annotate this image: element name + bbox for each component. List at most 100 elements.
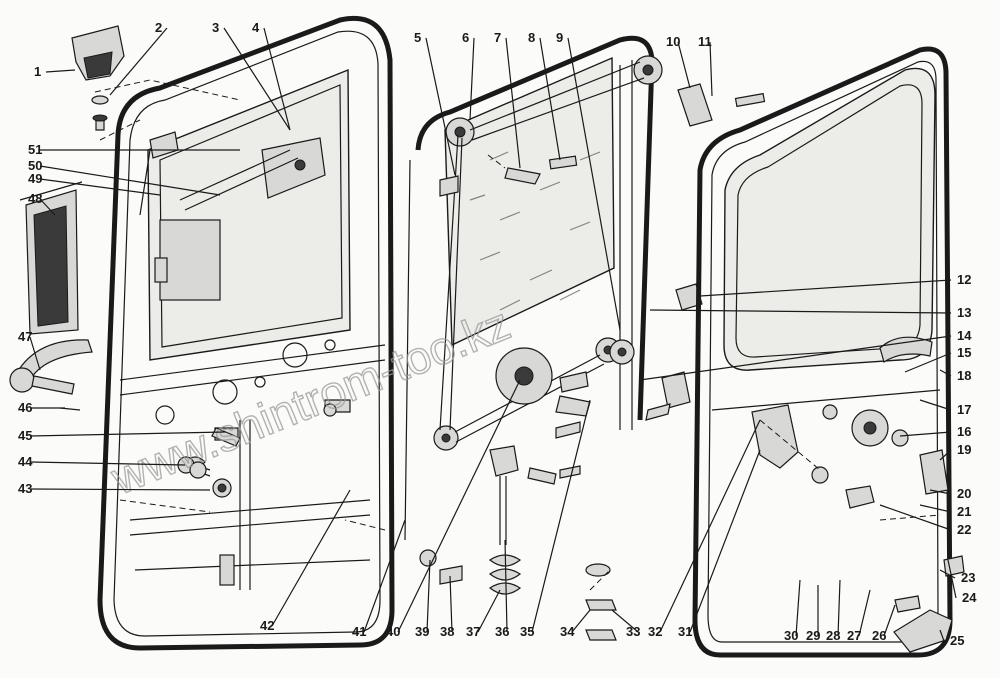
springs-and-washers-left	[177, 403, 337, 479]
callout-leader-47	[29, 336, 41, 371]
callout-label-8: 8	[528, 30, 535, 45]
callout-label-26: 26	[872, 628, 886, 643]
callout-label-27: 27	[847, 628, 861, 643]
lock-mechanism-plate	[159, 219, 221, 301]
callout-label-39: 39	[415, 624, 429, 639]
callout-label-24: 24	[962, 590, 977, 605]
callout-label-28: 28	[826, 628, 840, 643]
callout-leader-28	[837, 579, 841, 637]
callout-leader-31	[689, 449, 761, 633]
callout-label-51: 51	[28, 142, 42, 157]
callout-label-40: 40	[386, 624, 400, 639]
right-window-opening	[723, 67, 936, 371]
callout-label-48: 48	[28, 191, 42, 206]
middle-loose-parts	[419, 83, 766, 641]
callout-label-41: 41	[352, 624, 366, 639]
callout-leader-32	[659, 419, 761, 633]
callout-leader-45	[29, 431, 226, 437]
callout-label-30: 30	[784, 628, 798, 643]
callout-leader-17	[919, 399, 952, 411]
callout-label-16: 16	[957, 424, 971, 439]
callout-label-19: 19	[957, 442, 971, 457]
left-door-inner-panel	[97, 15, 395, 651]
callout-leader-49	[39, 178, 161, 196]
callout-label-44: 44	[18, 454, 33, 469]
callout-leader-25	[939, 629, 945, 642]
callout-leader-42	[271, 489, 351, 627]
callout-label-9: 9	[556, 30, 563, 45]
callout-label-42: 42	[260, 618, 274, 633]
right-door-outer-panel	[692, 46, 965, 658]
callout-label-46: 46	[18, 400, 32, 415]
callout-label-32: 32	[648, 624, 662, 639]
callout-label-23: 23	[961, 570, 975, 585]
callout-leader-39	[426, 559, 431, 633]
callout-leader-15	[904, 352, 952, 373]
callout-leader-18	[939, 369, 952, 377]
callout-label-47: 47	[18, 329, 32, 344]
callout-leader-48	[39, 198, 56, 216]
callout-label-18: 18	[957, 368, 971, 383]
callout-label-34: 34	[560, 624, 575, 639]
callout-label-22: 22	[957, 522, 971, 537]
callout-label-31: 31	[678, 624, 692, 639]
callout-leader-27	[858, 589, 871, 637]
callout-leader-50	[39, 165, 221, 196]
callout-leader-16	[899, 431, 952, 437]
window-regulator-panel	[404, 35, 663, 541]
callout-label-2: 2	[155, 20, 162, 35]
callout-leader-41	[363, 519, 406, 633]
callout-label-12: 12	[957, 272, 971, 287]
callout-label-3: 3	[212, 20, 219, 35]
callout-leader-12	[699, 279, 952, 297]
callout-label-35: 35	[520, 624, 534, 639]
callout-leader-24	[947, 559, 957, 599]
callout-label-49: 49	[28, 171, 42, 186]
callout-label-1: 1	[34, 64, 41, 79]
callout-label-14: 14	[957, 328, 972, 343]
callout-leader-7	[505, 37, 521, 169]
callout-leader-43	[29, 488, 211, 491]
callout-leader-4	[263, 27, 291, 131]
outer-handle	[893, 609, 953, 653]
callout-label-4: 4	[252, 20, 260, 35]
callout-leader-44	[29, 461, 186, 466]
assembly-guide-lines	[94, 79, 941, 591]
left-window-opening	[147, 68, 351, 361]
callout-leader-22	[879, 504, 952, 531]
callout-label-7: 7	[494, 30, 501, 45]
callout-leader-21	[919, 504, 952, 513]
callout-label-21: 21	[957, 504, 971, 519]
callout-leader-30	[795, 579, 801, 637]
callout-leader-36	[504, 539, 508, 633]
callout-leader-1	[45, 69, 76, 73]
inner-handle-part	[9, 339, 93, 411]
callout-label-17: 17	[957, 402, 971, 417]
callout-label-11: 11	[698, 34, 712, 49]
callout-leader-14	[639, 335, 952, 381]
callout-label-36: 36	[495, 624, 509, 639]
callout-leader-37	[477, 589, 501, 633]
callout-leader-40	[397, 379, 521, 633]
callout-label-50: 50	[28, 158, 42, 173]
callout-leader-20	[929, 489, 952, 495]
callout-label-5: 5	[414, 30, 421, 45]
callout-leader-lines	[29, 27, 957, 642]
callout-label-15: 15	[957, 345, 971, 360]
callout-leader-9	[567, 37, 621, 331]
lock-bracket	[261, 137, 326, 199]
callout-leader-19	[939, 449, 952, 461]
callout-leader-2	[109, 27, 168, 96]
callout-label-33: 33	[626, 624, 640, 639]
callout-label-43: 43	[18, 481, 32, 496]
callout-label-6: 6	[462, 30, 469, 45]
handle-cap-part	[71, 25, 125, 131]
seal-strip-part	[19, 181, 83, 335]
callout-leader-33	[611, 609, 639, 633]
callout-leader-8	[539, 37, 561, 161]
callout-leader-34	[571, 609, 591, 633]
callout-leader-38	[449, 575, 453, 633]
callout-leader-35	[531, 399, 591, 633]
